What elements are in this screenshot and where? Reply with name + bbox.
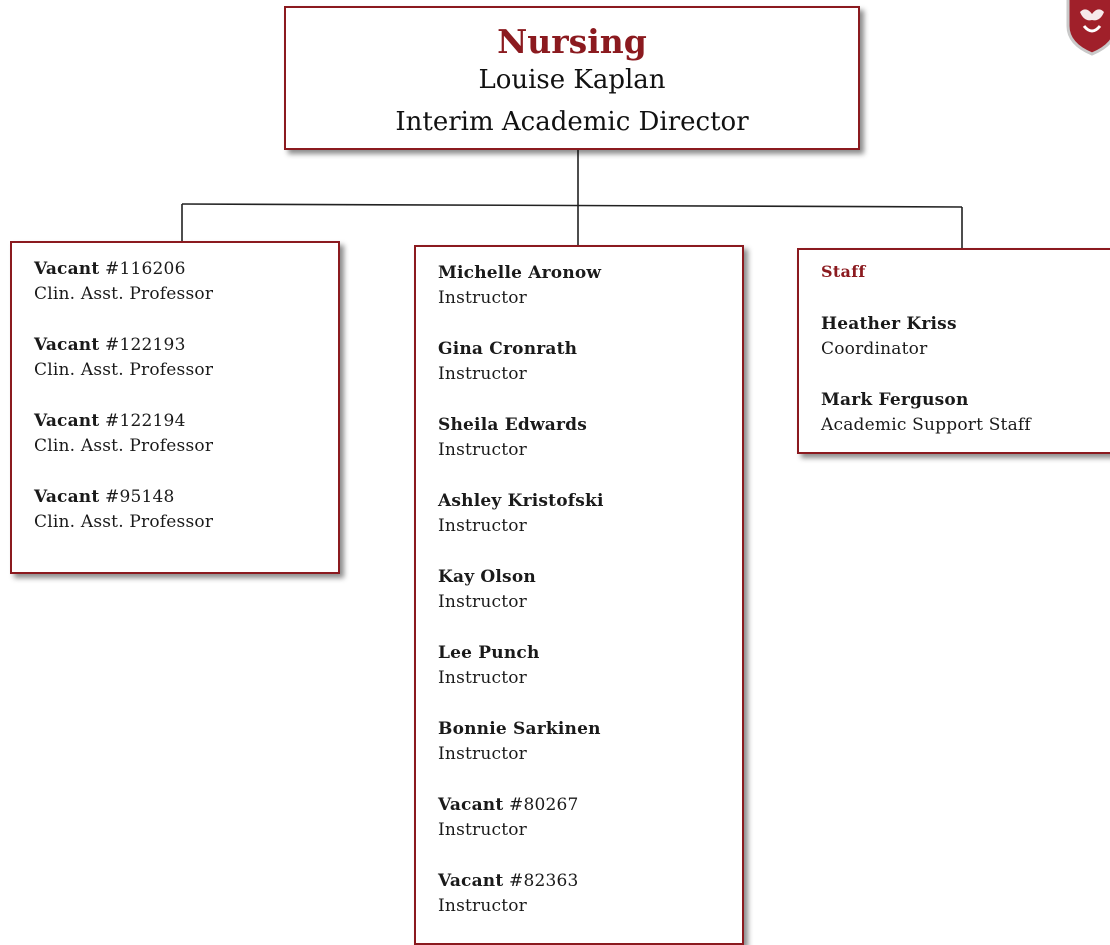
person-entry: Bonnie Sarkinen Instructor [438, 717, 601, 767]
position-name: Vacant [34, 259, 100, 279]
person-entry: Vacant #82363 Instructor [438, 869, 579, 919]
position-number: #82363 [503, 871, 579, 891]
person-role: Instructor [438, 516, 528, 536]
position-number: #95148 [99, 487, 175, 507]
instructors-box: Michelle Aronow Instructor Gina Cronrath… [414, 245, 744, 945]
person-name: Kay Olson [438, 567, 536, 587]
person-entry: Heather Kriss Coordinator [821, 312, 957, 362]
person-name: Mark Ferguson [821, 390, 969, 410]
person-role: Instructor [438, 592, 528, 612]
person-role: Instructor [438, 744, 528, 764]
position-entry: Vacant #122193 Clin. Asst. Professor [34, 333, 213, 383]
person-role: Instructor [438, 668, 528, 688]
person-role: Instructor [438, 288, 528, 308]
person-entry: Kay Olson Instructor [438, 565, 536, 615]
person-entry: Michelle Aronow Instructor [438, 261, 601, 311]
director-title: Interim Academic Director [395, 107, 749, 137]
person-role: Academic Support Staff [821, 415, 1031, 435]
person-name: Vacant [438, 871, 504, 891]
position-number: #122194 [99, 411, 186, 431]
person-role: Instructor [438, 820, 528, 840]
director-name: Louise Kaplan [478, 65, 666, 95]
person-name: Vacant [438, 795, 504, 815]
person-name: Gina Cronrath [438, 339, 578, 359]
position-role: Clin. Asst. Professor [34, 436, 214, 456]
person-entry: Vacant #80267 Instructor [438, 793, 579, 843]
person-entry: Sheila Edwards Instructor [438, 413, 587, 463]
position-entry: Vacant #116206 Clin. Asst. Professor [34, 257, 213, 307]
person-name: Ashley Kristofski [438, 491, 604, 511]
person-role: Instructor [438, 364, 528, 384]
person-name: Sheila Edwards [438, 415, 588, 435]
person-role: Instructor [438, 896, 528, 916]
person-role: Coordinator [821, 339, 928, 359]
wsu-shield-logo-icon [1066, 0, 1110, 56]
position-number: #80267 [503, 795, 579, 815]
staff-heading: Staff [821, 262, 866, 281]
person-entry: Ashley Kristofski Instructor [438, 489, 604, 539]
person-entry: Gina Cronrath Instructor [438, 337, 577, 387]
department-title: Nursing [497, 22, 647, 61]
clinical-faculty-box: Vacant #116206 Clin. Asst. Professor Vac… [10, 241, 340, 574]
person-role: Instructor [438, 440, 528, 460]
position-name: Vacant [34, 335, 100, 355]
staff-box: Staff Heather Kriss Coordinator Mark Fer… [797, 248, 1110, 454]
position-number: #122193 [99, 335, 186, 355]
position-role: Clin. Asst. Professor [34, 512, 214, 532]
person-entry: Mark Ferguson Academic Support Staff [821, 388, 1031, 438]
position-name: Vacant [34, 487, 100, 507]
position-role: Clin. Asst. Professor [34, 284, 214, 304]
director-box: Nursing Louise Kaplan Interim Academic D… [284, 6, 860, 150]
person-name: Bonnie Sarkinen [438, 719, 601, 739]
position-number: #116206 [99, 259, 186, 279]
position-name: Vacant [34, 411, 100, 431]
position-role: Clin. Asst. Professor [34, 360, 214, 380]
person-entry: Lee Punch Instructor [438, 641, 540, 691]
person-name: Lee Punch [438, 643, 540, 663]
person-name: Michelle Aronow [438, 263, 602, 283]
person-name: Heather Kriss [821, 314, 957, 334]
position-entry: Vacant #95148 Clin. Asst. Professor [34, 485, 213, 535]
position-entry: Vacant #122194 Clin. Asst. Professor [34, 409, 213, 459]
